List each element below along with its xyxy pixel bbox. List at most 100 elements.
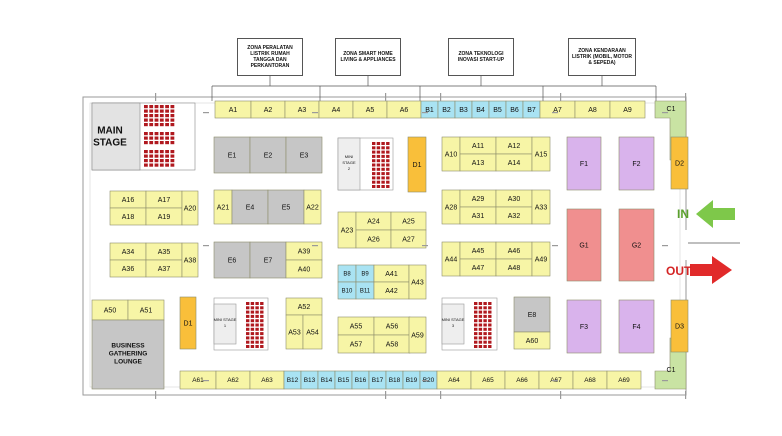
booth-label-a26: A26	[367, 236, 380, 243]
booth-label-b12: B12	[287, 377, 299, 384]
seat	[170, 141, 175, 145]
wall-marker	[560, 391, 562, 399]
seat	[260, 306, 264, 310]
booth-d2	[670, 136, 689, 190]
booth-label-a54: A54	[306, 329, 319, 336]
seat	[372, 180, 376, 184]
booth-label-a45: A45	[472, 248, 485, 255]
seat	[386, 176, 390, 180]
seat	[381, 163, 385, 167]
seat	[170, 136, 175, 140]
booth-label-b7: B7	[527, 107, 536, 114]
seat	[376, 159, 381, 163]
seat	[372, 163, 376, 167]
wall-marker	[440, 93, 442, 101]
seat	[386, 159, 390, 163]
seat	[250, 314, 255, 318]
seat	[246, 306, 250, 310]
booth-e5	[267, 189, 305, 225]
wall-marker	[385, 93, 387, 101]
seat	[381, 154, 385, 158]
booth-label-b11: B11	[360, 289, 371, 295]
booth-e3	[285, 136, 323, 174]
booth-label-a47: A47	[472, 265, 485, 272]
seat	[478, 327, 483, 331]
seat	[144, 118, 148, 122]
booth-a49	[531, 241, 551, 277]
seat	[483, 345, 487, 348]
booth-a38	[181, 242, 199, 278]
seat	[488, 314, 492, 318]
booth-label-a40: A40	[298, 266, 311, 273]
booth-label-b14: B14	[321, 377, 333, 384]
seat	[478, 302, 483, 305]
booth-label-b17: B17	[372, 377, 384, 384]
seat	[149, 118, 154, 122]
wall-marker	[685, 93, 687, 101]
booth-f1	[566, 136, 602, 191]
seat	[246, 310, 250, 314]
seat	[381, 180, 385, 184]
wall-marker	[440, 391, 442, 399]
mini-stage-2-label-1: MINI	[345, 154, 353, 159]
seat	[165, 150, 169, 154]
seat	[488, 345, 492, 348]
seat	[159, 123, 164, 127]
seat	[149, 163, 154, 167]
booth-label-a33: A33	[535, 204, 548, 211]
booth-label-a56: A56	[386, 323, 399, 330]
seat	[386, 167, 390, 171]
booth-e6	[213, 241, 251, 279]
seat	[246, 332, 250, 336]
seat	[381, 176, 385, 180]
booth-label-a30: A30	[508, 196, 521, 203]
seat	[250, 332, 255, 336]
booth-label-b6: B6	[510, 107, 519, 114]
seat	[159, 154, 164, 158]
seat	[165, 163, 169, 167]
mini-stage-1-platform	[213, 303, 237, 345]
booth-label-e3: E3	[300, 152, 309, 159]
zone-label-1: ZONA PERALATAN LISTRIK RUMAH TANGGA DAN …	[237, 38, 303, 76]
booth-label-a15: A15	[535, 151, 548, 158]
booth-a69	[606, 370, 642, 390]
seat	[260, 332, 264, 336]
seat	[474, 306, 478, 310]
seat	[478, 319, 483, 323]
booth-label-a35: A35	[158, 249, 171, 256]
booth-label-a69: A69	[618, 377, 630, 384]
booth-label-f3: F3	[580, 324, 588, 331]
seat	[144, 105, 148, 109]
booth-label-a6: A6	[400, 107, 409, 114]
seat	[474, 345, 478, 348]
zone-label-3: ZONA TEKNOLOGI INOVASI START-UP	[448, 38, 514, 76]
booth-label-a57: A57	[350, 341, 363, 348]
seat	[159, 150, 164, 154]
out-arrow-icon	[690, 256, 732, 284]
seat	[154, 109, 159, 113]
booth-label-e4: E4	[246, 204, 255, 211]
seat	[386, 172, 390, 176]
seat	[372, 159, 376, 163]
seat	[372, 167, 376, 171]
booth-label-e8: E8	[528, 312, 537, 319]
booth-label-f2: F2	[632, 161, 640, 168]
wall-marker	[385, 391, 387, 399]
booth-label-b4: B4	[476, 107, 485, 114]
booth-label-a11: A11	[472, 143, 484, 150]
seat	[170, 105, 175, 109]
seat	[372, 146, 376, 150]
booth-label-a62: A62	[227, 377, 239, 384]
door-marker	[662, 380, 668, 382]
booth-a15	[531, 136, 551, 172]
seat	[483, 310, 487, 314]
booth-a33	[531, 189, 551, 225]
seat	[170, 123, 175, 127]
booth-label-b15: B15	[338, 377, 350, 384]
seat	[376, 163, 381, 167]
seat	[170, 159, 175, 163]
seat	[381, 167, 385, 171]
seat	[483, 306, 487, 310]
booth-label-a41: A41	[385, 271, 398, 278]
seat	[144, 154, 148, 158]
